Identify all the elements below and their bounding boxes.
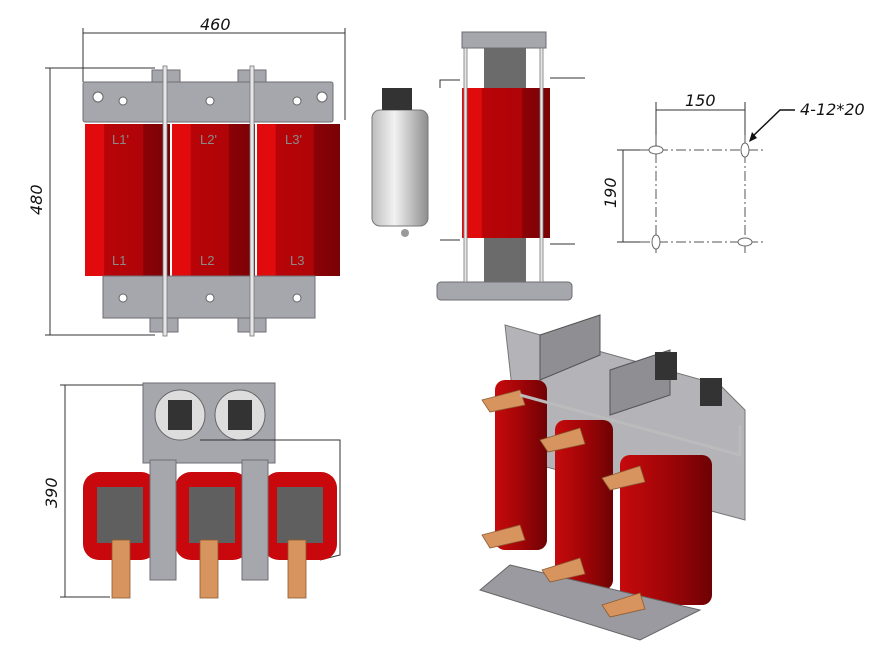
coil-label: L1 bbox=[112, 253, 126, 268]
tie-rod bbox=[249, 65, 255, 337]
height-dimension: 480 bbox=[27, 67, 155, 336]
height-dim-label: 480 bbox=[27, 184, 46, 215]
side-view bbox=[371, 31, 585, 301]
coil-l1 bbox=[85, 124, 170, 276]
slot-hole bbox=[737, 237, 753, 247]
coil-l2 bbox=[172, 124, 255, 276]
hole-spec-label: 4-12*20 bbox=[800, 100, 865, 119]
coil-label: L1' bbox=[112, 132, 129, 147]
base-plate bbox=[436, 281, 573, 301]
vertical-dim-label: 190 bbox=[601, 177, 620, 208]
slot-hole bbox=[648, 145, 664, 155]
coil-label: L3 bbox=[290, 253, 304, 268]
capacitor bbox=[371, 109, 429, 227]
capacitor-terminal bbox=[382, 88, 412, 110]
depth-dim-label: 390 bbox=[42, 477, 61, 508]
coil-3d bbox=[555, 420, 613, 590]
core bbox=[484, 48, 526, 90]
coil-label: L3' bbox=[285, 132, 302, 147]
front-view: 460 480 L1' L2' L3' L1 L2 L3 bbox=[27, 15, 346, 337]
copper-terminal bbox=[111, 539, 131, 599]
coil-3d bbox=[495, 380, 547, 550]
coil-3d bbox=[620, 455, 712, 605]
coil-label: L2 bbox=[200, 253, 214, 268]
coil-side bbox=[462, 88, 550, 238]
copper-terminal bbox=[199, 539, 219, 599]
slot-hole bbox=[740, 142, 750, 158]
top-clamp bbox=[461, 31, 547, 49]
coil-l3 bbox=[257, 124, 340, 276]
width-dim-label: 460 bbox=[200, 15, 231, 34]
slot-hole bbox=[651, 234, 661, 250]
mounting-hole-pattern: 150 190 4-12*20 bbox=[601, 91, 865, 255]
isometric-view bbox=[478, 314, 746, 641]
width-dimension: 460 bbox=[82, 15, 346, 120]
tie-rod bbox=[162, 65, 168, 337]
horizontal-dim-label: 150 bbox=[685, 91, 716, 110]
coil-label: L2' bbox=[200, 132, 217, 147]
bottom-view: 390 bbox=[42, 382, 341, 599]
copper-terminal bbox=[287, 539, 307, 599]
